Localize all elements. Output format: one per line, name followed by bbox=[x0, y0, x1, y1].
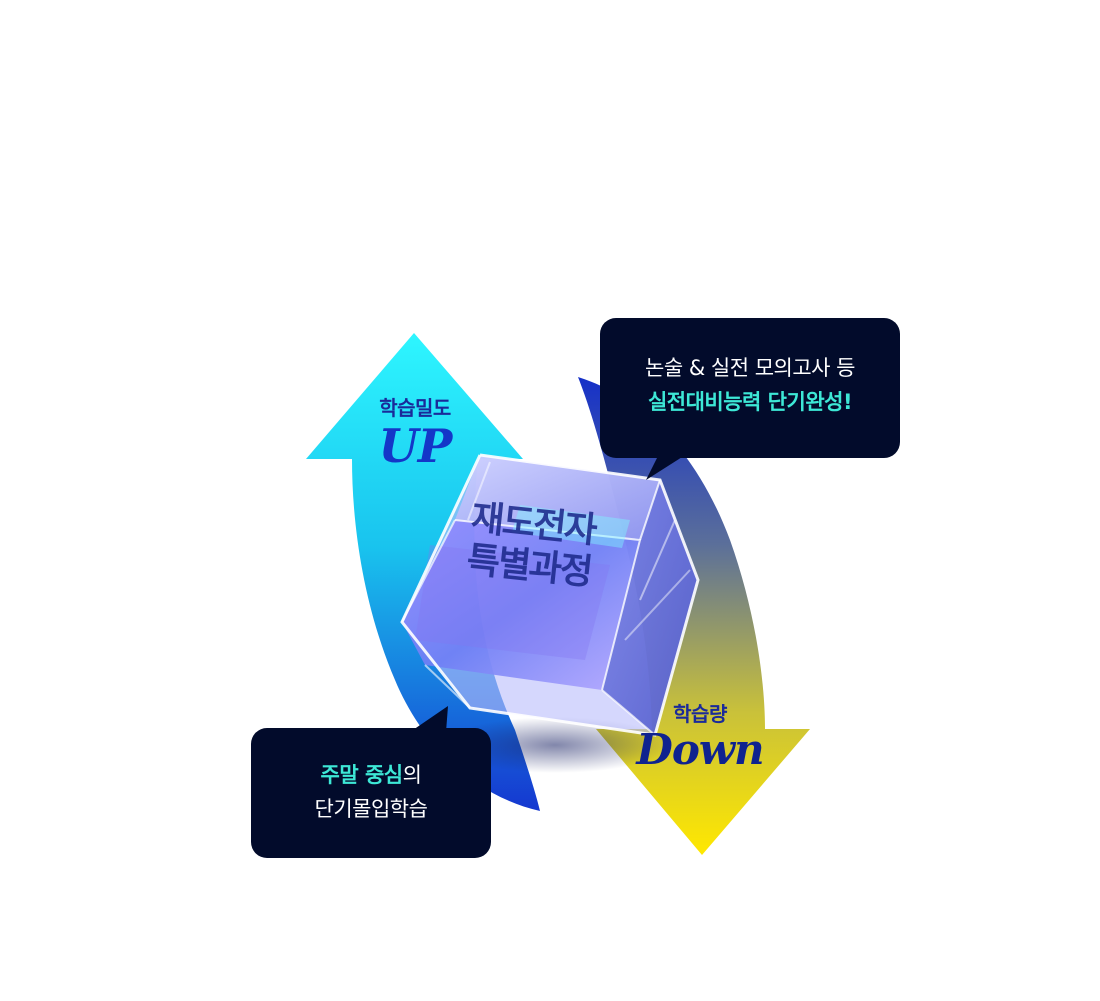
bubble-bottom-line1: 주말 중심의 bbox=[251, 758, 491, 792]
bubble-bottom-tail bbox=[410, 706, 448, 732]
up-label-big: UP bbox=[378, 419, 453, 473]
glass-cube bbox=[400, 453, 700, 737]
bubble-top-line2: 실전대비능력 단기완성! bbox=[647, 390, 853, 414]
speech-bubble-bottom: 주말 중심의 단기몰입학습 bbox=[251, 728, 491, 858]
bubble-bottom-line1-rest: 의 bbox=[402, 763, 422, 787]
bubble-bottom-highlight: 주말 중심 bbox=[320, 763, 404, 787]
bubble-bottom-line2: 단기몰입학습 bbox=[314, 797, 428, 821]
up-label-small: 학습밀도 bbox=[379, 396, 451, 420]
down-label-big: Down bbox=[636, 725, 764, 774]
down-arrow-label: 학습량 Down bbox=[610, 698, 790, 773]
bubble-top-line1: 논술 & 실전 모의고사 등 bbox=[645, 356, 855, 380]
speech-bubble-top: 논술 & 실전 모의고사 등 실전대비능력 단기완성! bbox=[600, 318, 900, 458]
bubble-top-tail bbox=[646, 452, 690, 480]
up-arrow-label: 학습밀도 UP bbox=[350, 392, 480, 469]
down-label-small: 학습량 bbox=[673, 702, 727, 726]
